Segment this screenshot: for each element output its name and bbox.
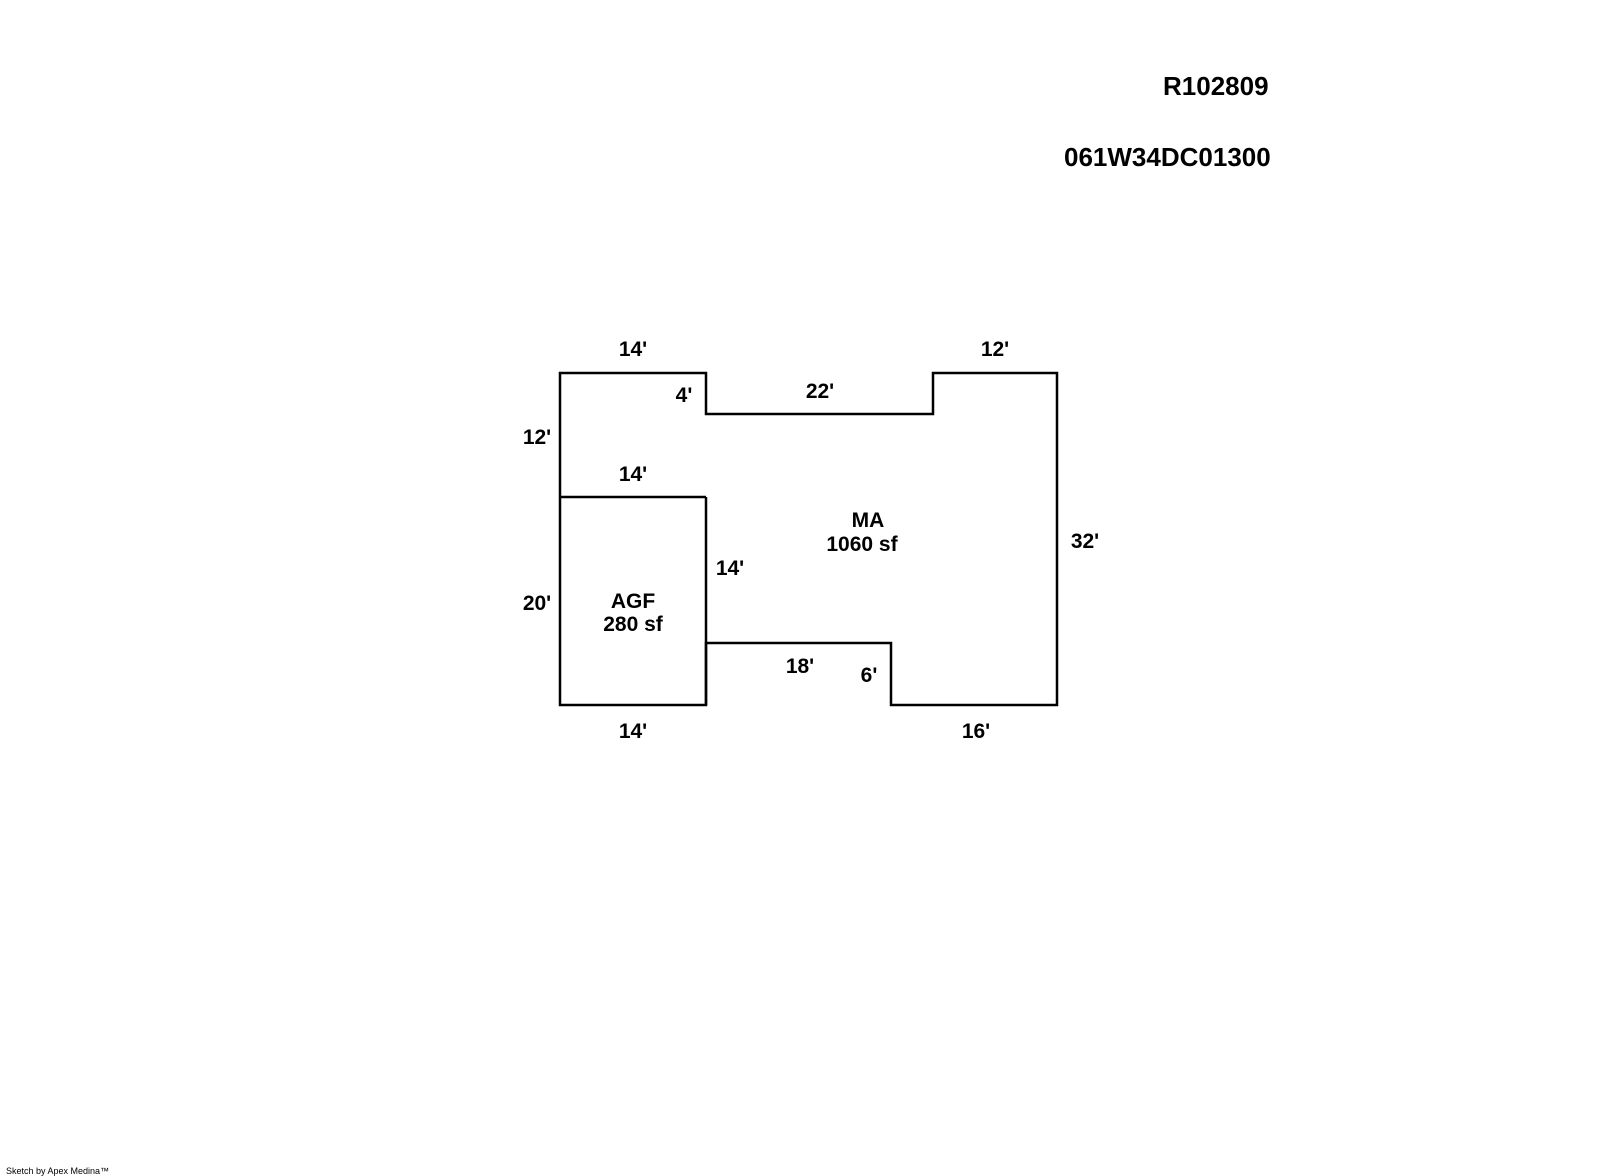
dim-agf-right: 14' <box>716 557 744 580</box>
agf-area-size: 280 sf <box>603 613 664 636</box>
dim-top-right: 12' <box>981 338 1009 361</box>
dim-left-upper: 12' <box>523 426 551 449</box>
dim-top-left: 14' <box>619 338 647 361</box>
dim-agf-top: 14' <box>619 463 647 486</box>
main-area-name: MA <box>852 509 885 532</box>
dim-bottom-notch-right: 6' <box>861 664 878 687</box>
dim-notch-left: 4' <box>676 384 693 407</box>
dim-bottom-right: 16' <box>962 720 990 743</box>
dim-right: 32' <box>1071 530 1099 553</box>
dim-agf-left: 20' <box>523 592 551 615</box>
sketch-credit: Sketch by Apex Medina™ <box>6 1166 110 1176</box>
agf-area-name: AGF <box>611 590 656 613</box>
parcel-id: R102809 <box>1163 71 1269 101</box>
dim-bottom-left: 14' <box>619 720 647 743</box>
dim-bottom-notch: 18' <box>786 655 814 678</box>
dim-notch-top: 22' <box>806 380 834 403</box>
main-area-size: 1060 sf <box>826 533 898 556</box>
map-id: 061W34DC01300 <box>1064 142 1271 172</box>
